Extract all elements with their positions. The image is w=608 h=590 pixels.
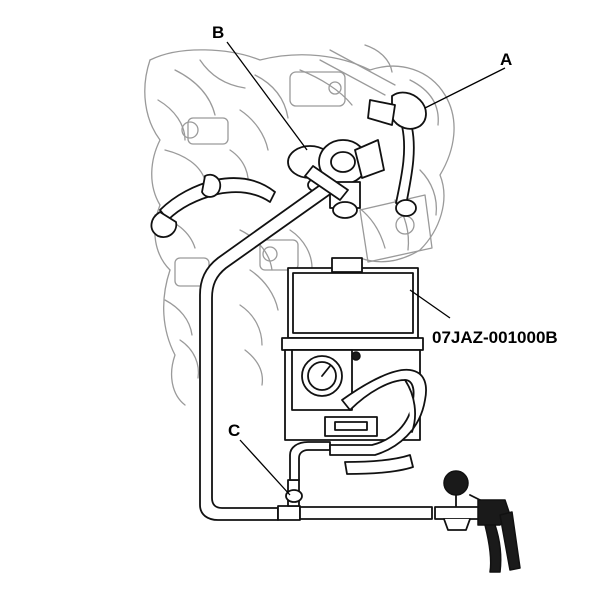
- leader-line-a: [424, 67, 506, 109]
- t-fitting: [277, 441, 433, 521]
- engine-background: [144, 44, 455, 406]
- callout-b: B: [212, 23, 225, 42]
- callout-c: C: [228, 421, 241, 440]
- leader-line-b: [226, 41, 308, 151]
- hand-vacuum-pump: [434, 470, 521, 573]
- pressure-gauge-case: [281, 257, 427, 475]
- callout-a: A: [500, 50, 513, 69]
- leader-line-c: [239, 439, 291, 496]
- engine-hose: [150, 173, 276, 238]
- leader-line-tool: [409, 289, 451, 319]
- fuel-line-a: [367, 91, 427, 217]
- callout-tool-part-number: 07JAZ-001000B: [432, 328, 558, 347]
